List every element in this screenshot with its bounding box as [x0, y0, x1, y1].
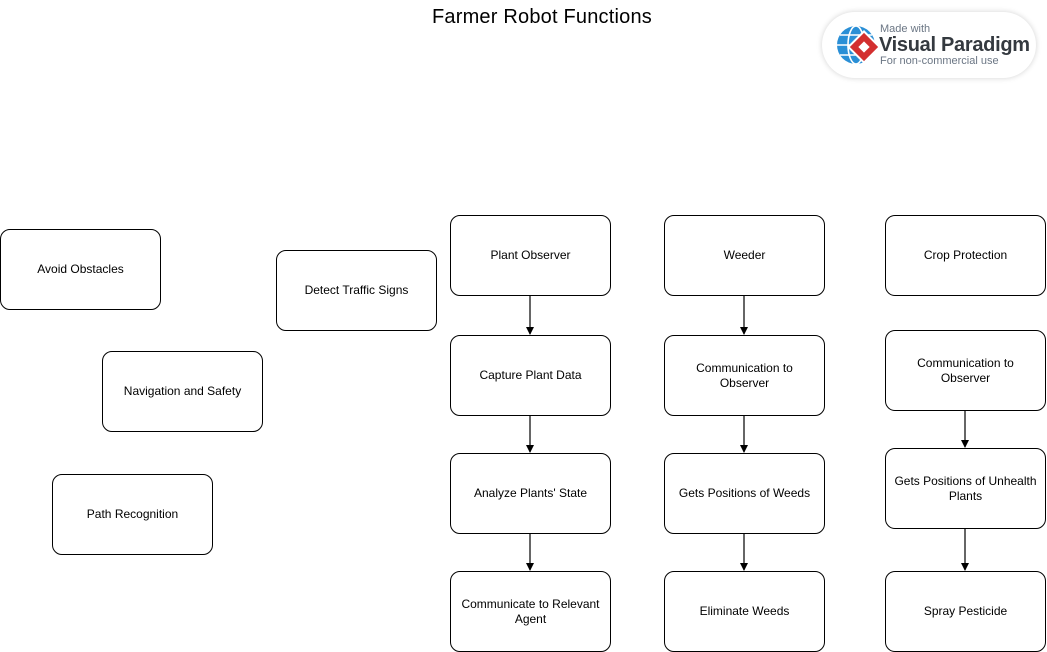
- node-crop-communication-to-observer[interactable]: Communication to Observer: [885, 330, 1046, 411]
- node-gets-positions-of-weeds[interactable]: Gets Positions of Weeds: [664, 453, 825, 534]
- visual-paradigm-watermark: Made with Visual Paradigm For non-commer…: [822, 12, 1036, 78]
- node-analyze-plants-state[interactable]: Analyze Plants' State: [450, 453, 611, 534]
- node-weeder[interactable]: Weeder: [664, 215, 825, 296]
- node-gets-positions-of-unhealth-plants[interactable]: Gets Positions of Unhealth Plants: [885, 448, 1046, 529]
- node-communicate-to-relevant-agent[interactable]: Communicate to Relevant Agent: [450, 571, 611, 652]
- node-path-recognition[interactable]: Path Recognition: [52, 474, 213, 555]
- node-avoid-obstacles[interactable]: Avoid Obstacles: [0, 229, 161, 310]
- node-spray-pesticide[interactable]: Spray Pesticide: [885, 571, 1046, 652]
- node-eliminate-weeds[interactable]: Eliminate Weeds: [664, 571, 825, 652]
- watermark-brand: Visual Paradigm: [879, 34, 1030, 56]
- node-plant-observer[interactable]: Plant Observer: [450, 215, 611, 296]
- watermark-usage-note: For non-commercial use: [880, 55, 999, 67]
- visual-paradigm-logo-icon: [837, 25, 881, 65]
- node-capture-plant-data[interactable]: Capture Plant Data: [450, 335, 611, 416]
- watermark-made-with: Made with: [880, 23, 931, 35]
- diagram-title: Farmer Robot Functions: [431, 6, 653, 28]
- node-weeder-communication-to-observer[interactable]: Communication to Observer: [664, 335, 825, 416]
- node-detect-traffic-signs[interactable]: Detect Traffic Signs: [276, 250, 437, 331]
- node-navigation-and-safety[interactable]: Navigation and Safety: [102, 351, 263, 432]
- node-crop-protection[interactable]: Crop Protection: [885, 215, 1046, 296]
